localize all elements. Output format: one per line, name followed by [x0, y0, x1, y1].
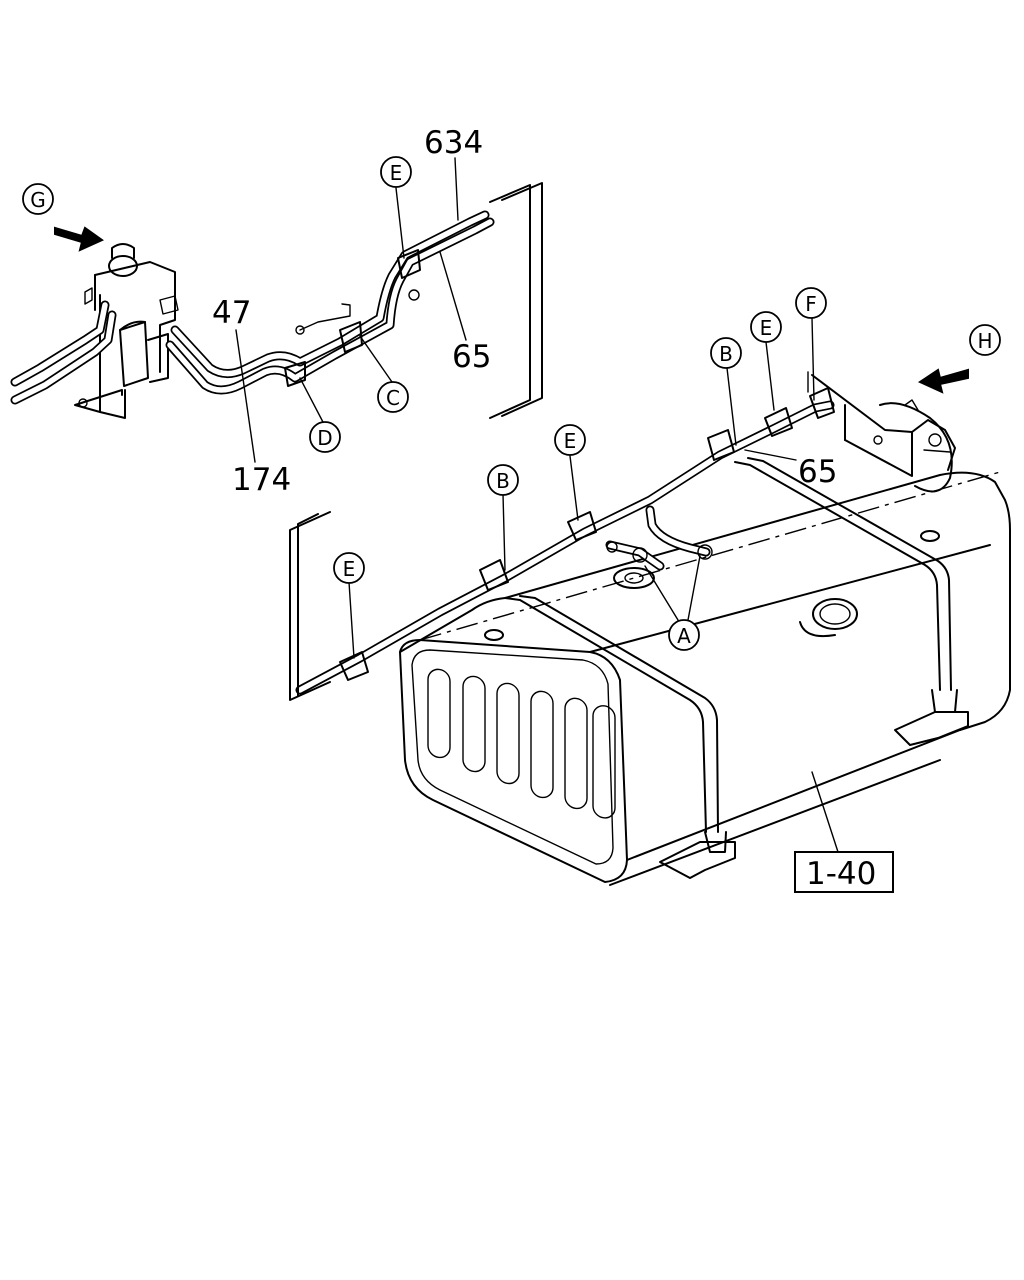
callout-h: H	[969, 324, 1001, 356]
view-arrow-h	[917, 368, 969, 394]
part-number-47: 47	[212, 295, 251, 331]
callout-b-right-letter: B	[719, 342, 733, 366]
callout-b-left-letter: B	[496, 469, 510, 493]
callout-e-mid: E	[554, 424, 586, 456]
callout-a: A	[668, 619, 700, 651]
reference-box: 1-40	[794, 851, 894, 893]
section-breaks	[289, 182, 543, 701]
callout-e-top: E	[380, 156, 412, 188]
callout-h-letter: H	[977, 329, 992, 353]
fuel-tank	[399, 457, 1011, 886]
reference-label: 1-40	[806, 856, 876, 892]
callout-e-left: E	[333, 552, 365, 584]
callout-e-right: E	[750, 311, 782, 343]
callout-f-letter: F	[805, 292, 817, 316]
part-number-65-right: 65	[798, 454, 837, 490]
part-number-65-top: 65	[452, 339, 491, 375]
view-arrow-g	[54, 226, 105, 252]
callout-e-right-letter: E	[760, 316, 773, 340]
leader-lines	[235, 157, 815, 659]
callout-g: G	[22, 183, 54, 215]
callout-f: F	[795, 287, 827, 319]
part-number-174: 174	[232, 462, 291, 498]
callout-d-letter: D	[317, 426, 332, 450]
callout-e-mid-letter: E	[564, 429, 577, 453]
callout-g-letter: G	[30, 188, 46, 212]
callout-c-letter: C	[386, 386, 400, 410]
callout-b-right: B	[710, 337, 742, 369]
callout-b-left: B	[487, 464, 519, 496]
callout-a-letter: A	[677, 624, 691, 648]
fuel-lines	[10, 210, 835, 695]
callout-d: D	[309, 421, 341, 453]
part-number-634: 634	[424, 125, 483, 161]
callout-e-top-letter: E	[390, 161, 403, 185]
callout-e-left-letter: E	[343, 557, 356, 581]
callout-c: C	[377, 381, 409, 413]
injection-pump-assembly	[811, 374, 956, 493]
fuel-filter-assembly	[74, 243, 179, 419]
